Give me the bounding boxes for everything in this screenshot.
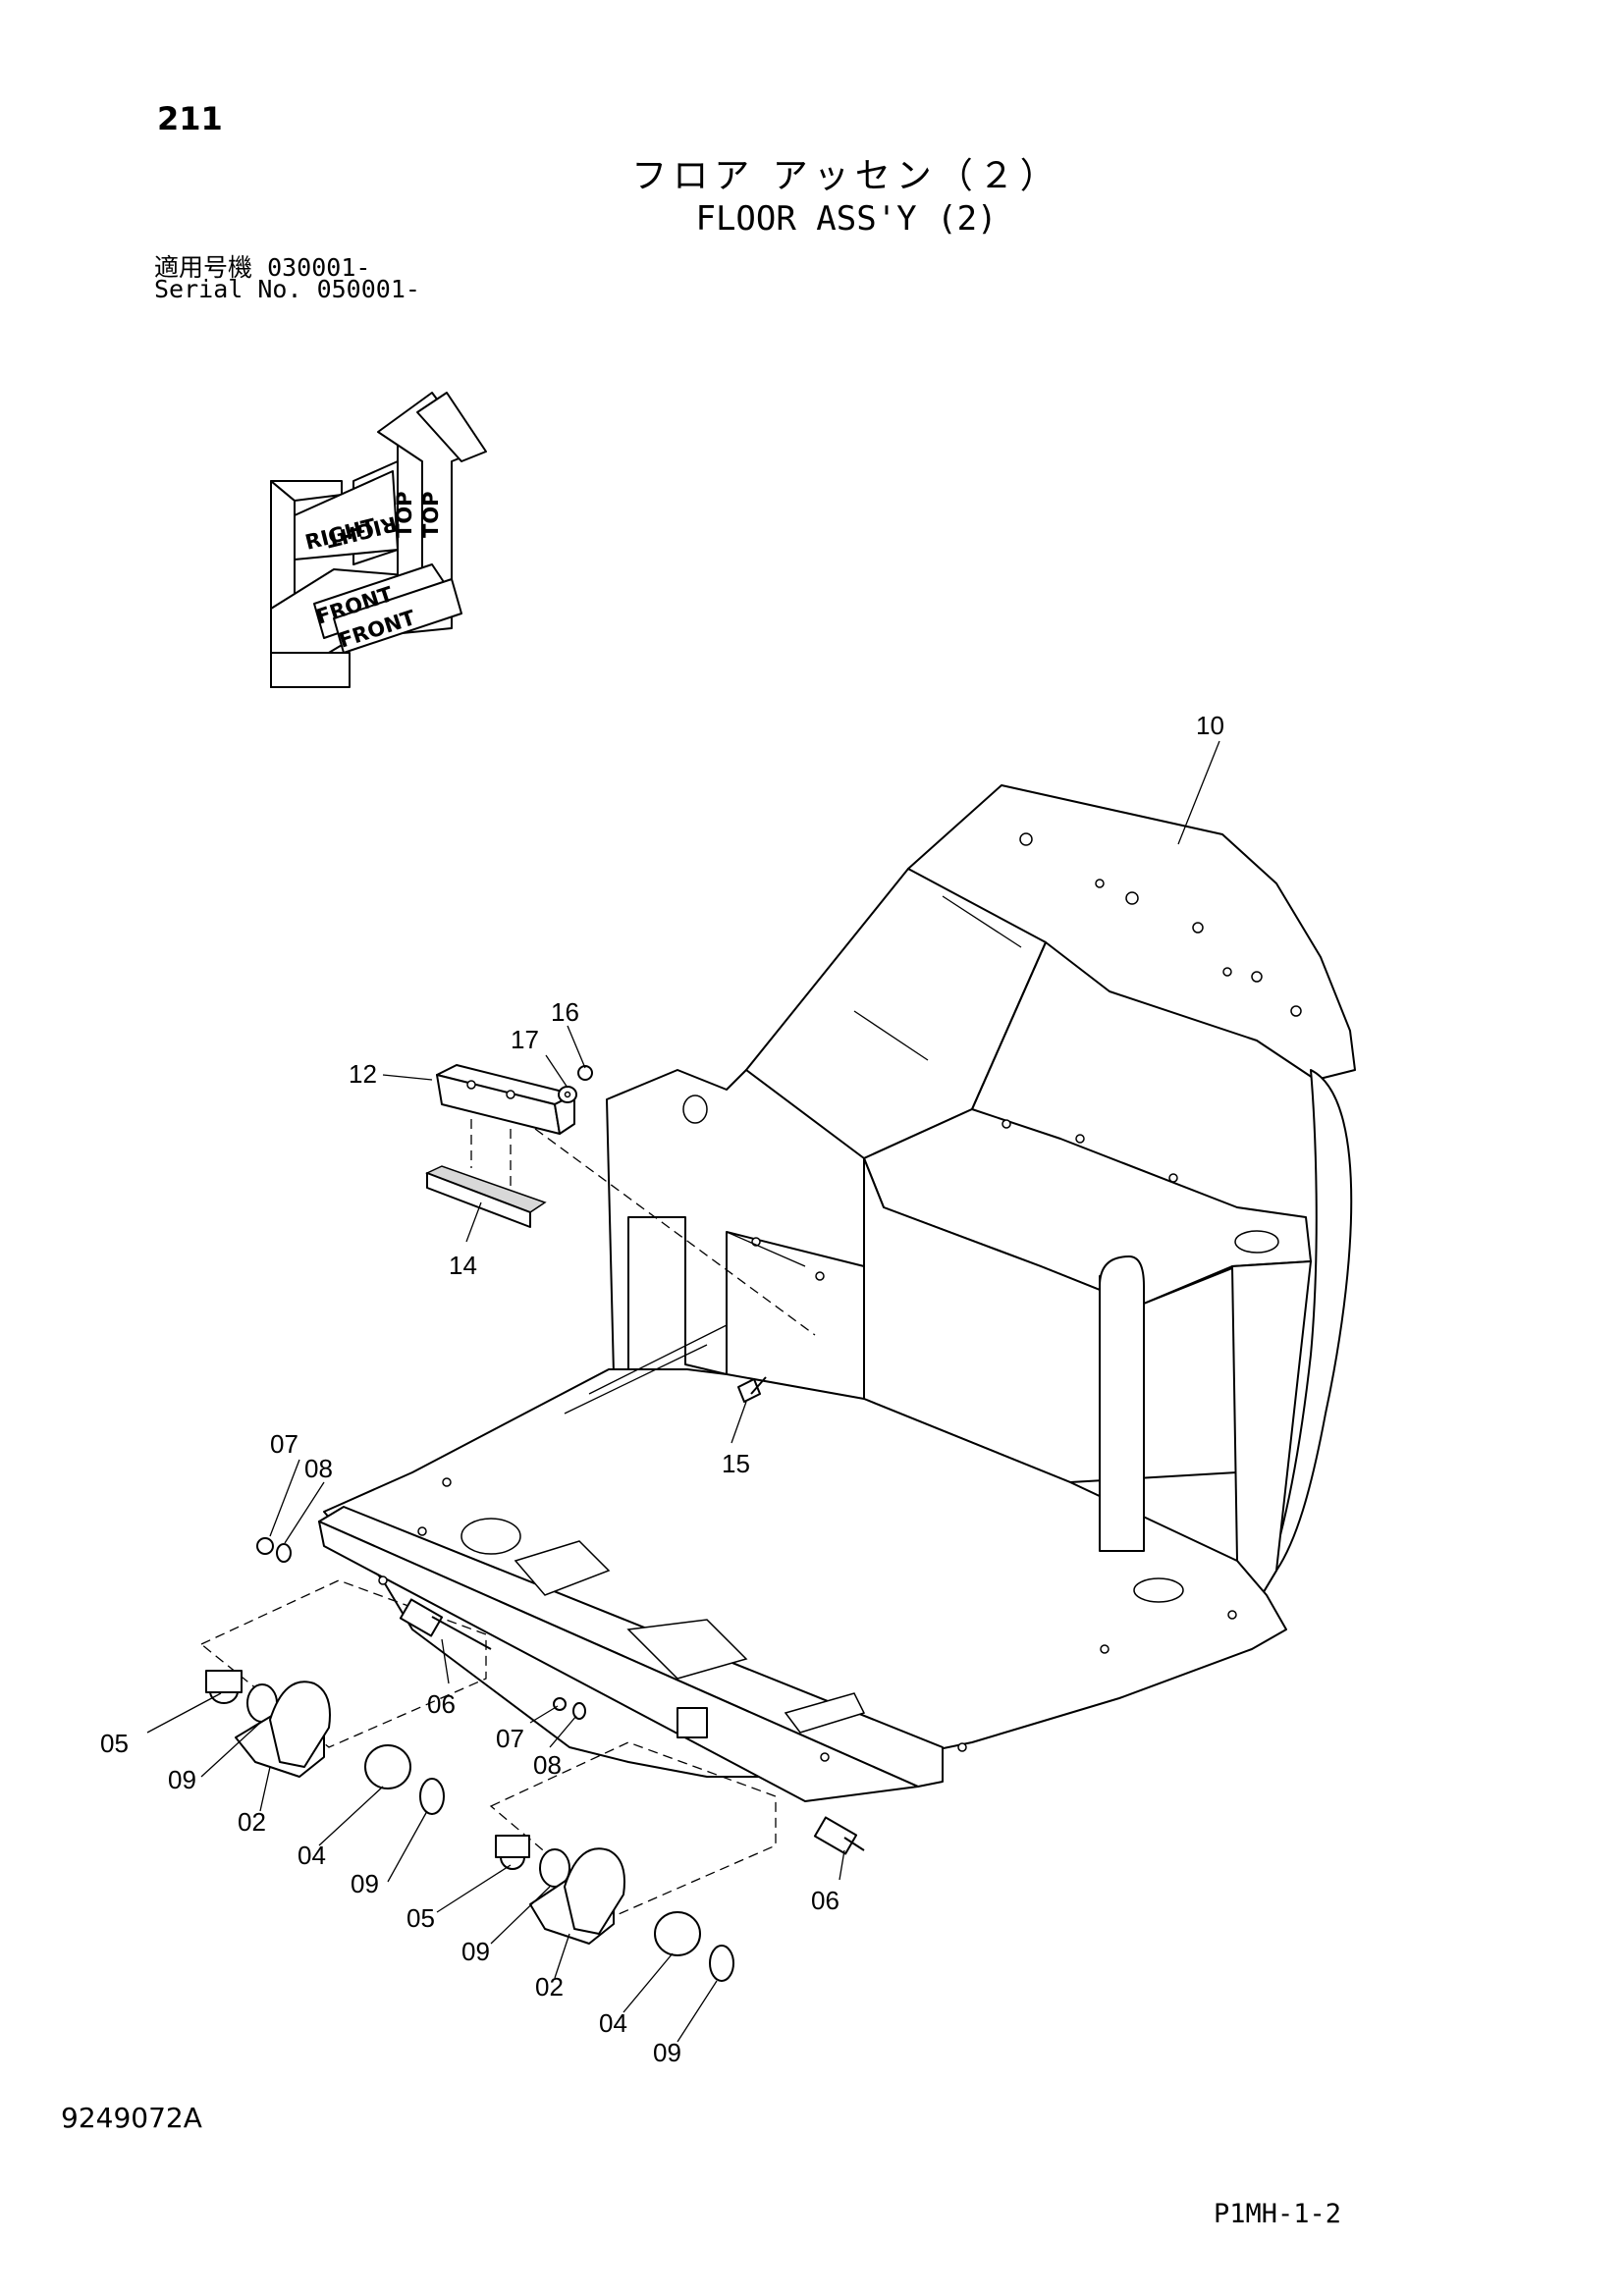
orientation-top-label-1: TOP xyxy=(393,491,416,538)
callout-12: 12 xyxy=(349,1059,377,1089)
serial-row-japanese: 適用号機 030001- xyxy=(154,248,370,284)
orientation-indicator: TOP TOP RIGHT RIGHT FRONT FRONT xyxy=(270,392,487,688)
callout-04-right: 04 xyxy=(599,2008,627,2038)
serial-label-japanese: 適用号機 xyxy=(154,253,253,282)
callout-09-right-b: 09 xyxy=(653,2038,681,2067)
callout-15: 15 xyxy=(722,1449,750,1478)
mount-group-left xyxy=(199,1537,492,1815)
title-english: FLOOR ASS'Y (2) xyxy=(695,199,998,239)
drawing-number: 9249072A xyxy=(61,2102,202,2134)
callout-labels: 10 16 17 12 14 15 07 08 05 06 09 02 04 0… xyxy=(100,711,1224,2067)
page-number: 211 xyxy=(157,100,223,137)
callout-02-right: 02 xyxy=(535,1972,564,2002)
callout-05-right: 05 xyxy=(406,1903,435,1933)
callout-06-right: 06 xyxy=(811,1886,839,1915)
callout-07-right: 07 xyxy=(496,1724,524,1753)
callout-02-left: 02 xyxy=(238,1807,266,1837)
callout-08-right: 08 xyxy=(533,1750,562,1780)
floor-frame xyxy=(318,784,1356,1802)
orientation-top-label-2: TOP xyxy=(419,491,443,538)
title-japanese: フロア アッセン（２） xyxy=(631,156,1061,196)
callout-09-right-a: 09 xyxy=(461,1937,490,1966)
bolt-15 xyxy=(737,1376,767,1403)
cover-assembly xyxy=(425,1064,816,1336)
callout-06-left: 06 xyxy=(427,1689,456,1719)
mount-group-right xyxy=(489,1697,865,1982)
callout-14: 14 xyxy=(449,1251,477,1280)
serial-row-english: Serial No. 050001- xyxy=(154,275,420,303)
serial-value-japanese: 030001- xyxy=(267,253,371,282)
serial-label-english: Serial No. xyxy=(154,275,302,303)
leader-lines xyxy=(146,740,1220,2043)
callout-16: 16 xyxy=(551,997,579,1027)
callout-17: 17 xyxy=(511,1025,539,1054)
page-code: P1MH-1-2 xyxy=(1214,2199,1342,2229)
callout-05-left: 05 xyxy=(100,1729,129,1758)
callout-10: 10 xyxy=(1196,711,1224,740)
callout-08-left: 08 xyxy=(304,1454,333,1483)
callout-04-left: 04 xyxy=(298,1841,326,1870)
serial-value-english: 050001- xyxy=(316,275,420,303)
callout-07-left: 07 xyxy=(270,1429,298,1459)
callout-09-left-b: 09 xyxy=(351,1869,379,1898)
callout-09-left-a: 09 xyxy=(168,1765,196,1794)
